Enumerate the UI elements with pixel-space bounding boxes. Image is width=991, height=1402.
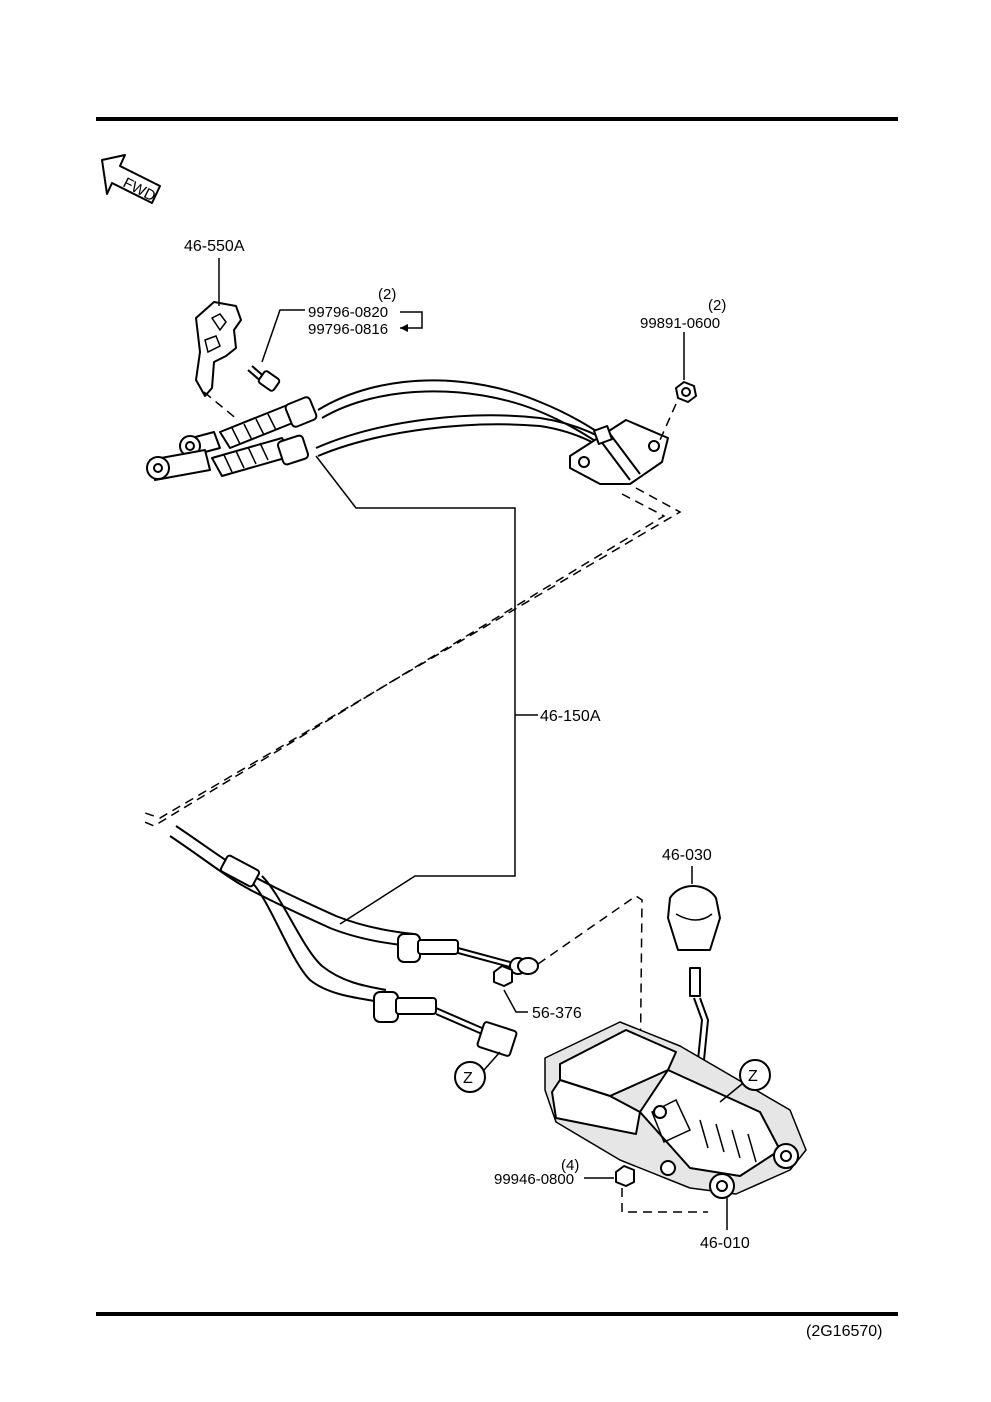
label-base-nut: 99946-0800 <box>494 1171 574 1188</box>
base-nut-part <box>615 1165 635 1187</box>
label-bolt-b: 99796-0816 <box>308 321 388 338</box>
label-nut-qty: (2) <box>708 297 726 314</box>
ref-marker-2-label: Z <box>748 1068 758 1085</box>
cable-lower-part <box>169 825 527 1057</box>
ref-marker-1-label: Z <box>463 1070 473 1087</box>
nut-part <box>675 381 697 403</box>
label-clip: 56-376 <box>532 1005 582 1022</box>
ref-marker-z-right: Z <box>739 1059 771 1091</box>
bracket-part <box>195 301 242 397</box>
label-bolt-a: 99796-0820 <box>308 304 388 321</box>
label-cable: 46-150A <box>540 708 601 725</box>
shift-knob-part <box>667 885 721 997</box>
bolt-part <box>247 365 281 392</box>
label-bracket: 46-550A <box>184 238 245 255</box>
fwd-arrow-icon: FWD <box>101 154 161 205</box>
shifter-base-part <box>544 1021 807 1199</box>
ref-marker-z-left: Z <box>454 1061 486 1093</box>
label-bolt-qty: (2) <box>378 286 396 303</box>
label-nut: 99891-0600 <box>640 315 720 332</box>
cable-bracket-part <box>569 419 669 485</box>
label-base-nut-qty: (4) <box>561 1157 579 1174</box>
clip-part <box>493 957 539 987</box>
diagram-code: (2G16570) <box>806 1323 883 1340</box>
cable-upper-ends <box>146 379 633 481</box>
label-knob: 46-030 <box>662 847 712 864</box>
label-shifter: 46-010 <box>700 1235 750 1252</box>
